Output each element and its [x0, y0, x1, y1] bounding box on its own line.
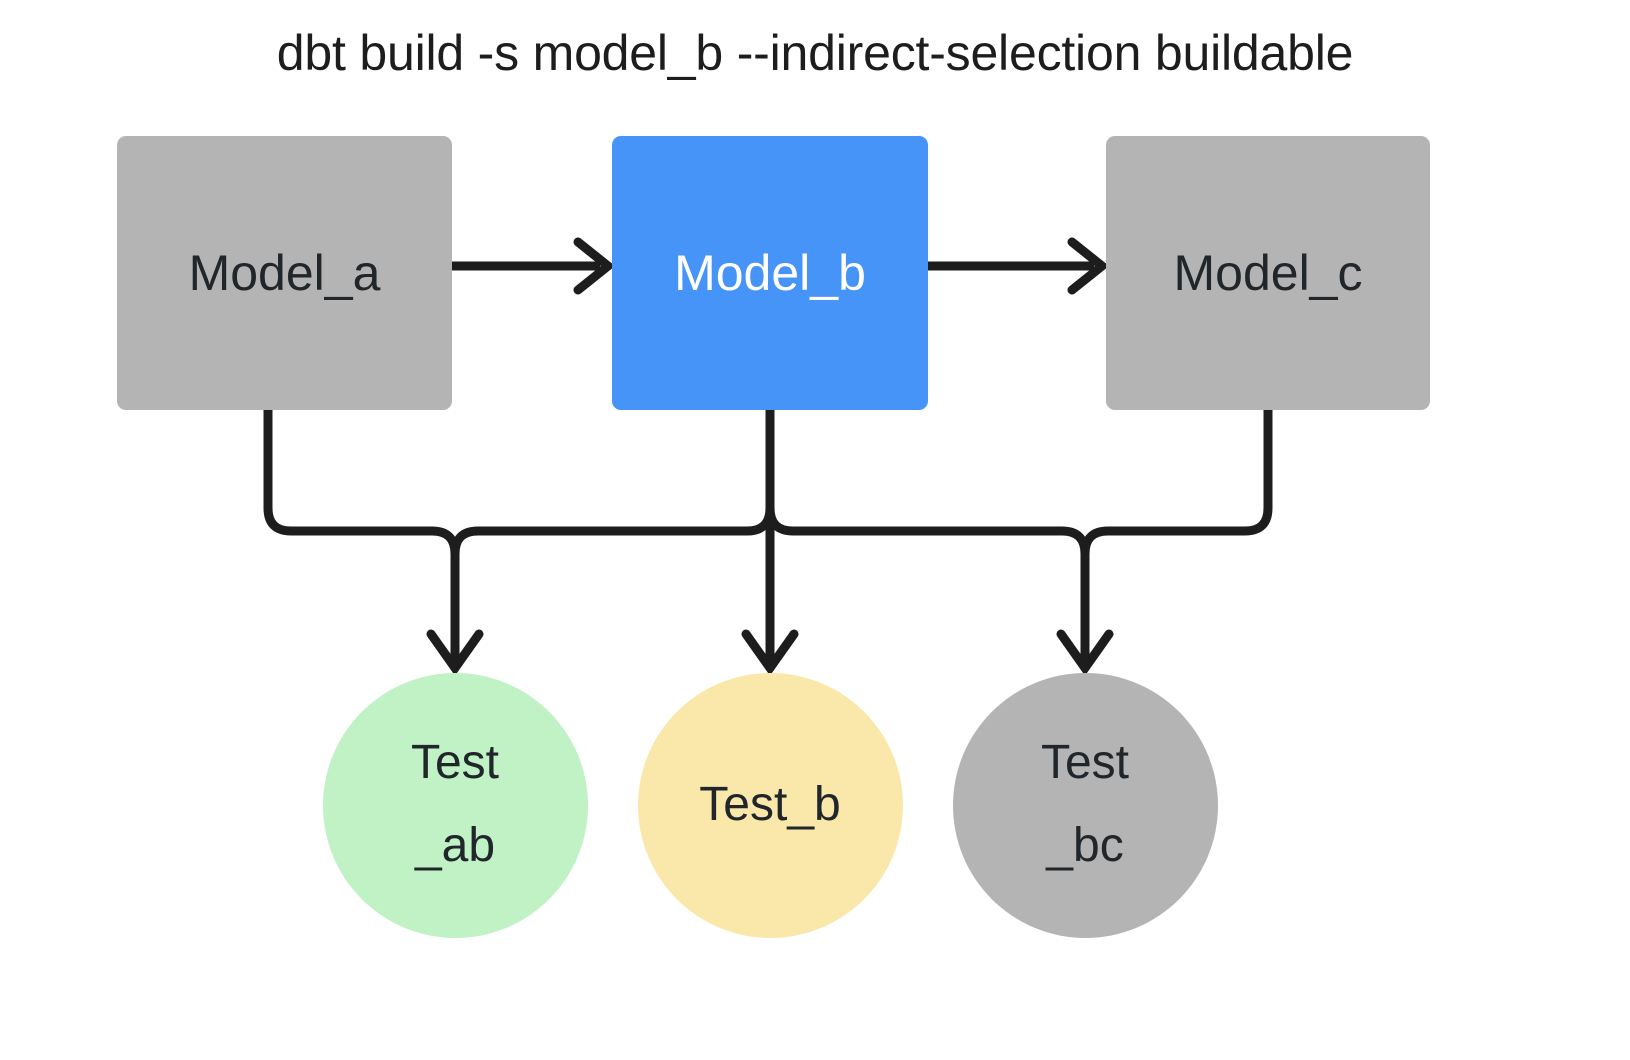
- edge-model-b-to-test-ab: [450, 410, 775, 555]
- node-model-c[interactable]: Model_c: [1106, 136, 1430, 410]
- edge-model-b-to-test-b: [741, 410, 799, 676]
- edge-model-b-to-model-c: [928, 237, 1110, 295]
- edge-model-c-to-test-bc: [1080, 410, 1273, 555]
- node-model-a-label: Model_a: [188, 245, 381, 301]
- node-model-a[interactable]: Model_a: [117, 136, 452, 410]
- node-model-b[interactable]: Model_b: [612, 136, 928, 410]
- node-test-ab-label-line1: Test: [410, 736, 500, 790]
- node-model-c-label: Model_c: [1173, 245, 1363, 301]
- node-test-bc-label-line2: _bc: [1046, 819, 1124, 872]
- node-test-bc-label-line1: Test: [1040, 736, 1130, 790]
- edge-model-a-to-test-ab: [263, 410, 484, 676]
- node-test-b[interactable]: Test_b: [637, 672, 903, 938]
- node-test-ab-label-line2: _ab: [414, 819, 496, 872]
- node-model-b-label: Model_b: [674, 245, 866, 301]
- diagram-title: dbt build -s model_b --indirect-selectio…: [276, 25, 1354, 81]
- node-test-bc[interactable]: Test _bc: [952, 672, 1218, 938]
- node-test-b-label-line1: Test_b: [699, 777, 841, 831]
- edge-model-a-to-model-b: [452, 237, 616, 295]
- edge-model-b-to-test-bc: [765, 410, 1114, 676]
- node-test-ab[interactable]: Test _ab: [322, 672, 588, 938]
